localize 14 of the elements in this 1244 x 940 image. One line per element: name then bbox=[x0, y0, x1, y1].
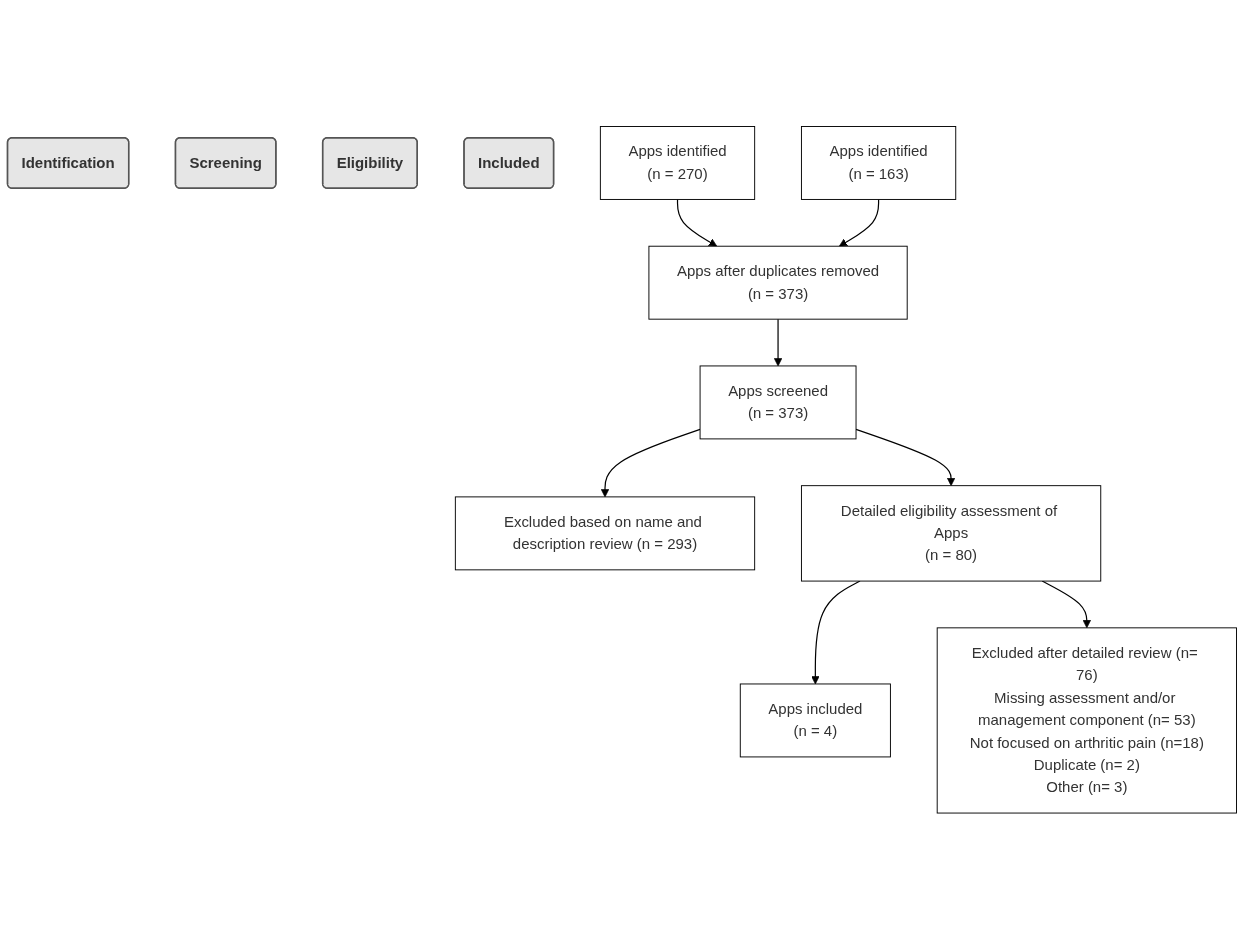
arrow bbox=[676, 199, 718, 247]
arrow bbox=[773, 318, 783, 367]
node-box: Detailed eligibility assessment of Apps (n = 80) bbox=[800, 485, 1102, 582]
arrow bbox=[855, 429, 956, 487]
node-box: Apps identified (n = 270) bbox=[599, 126, 756, 201]
node-box: Excluded based on name and description review (n = 293) bbox=[454, 496, 756, 571]
node-box: Apps screened (n = 373) bbox=[699, 365, 857, 440]
node-box: Excluded after detailed review (n= 76) Missing assessment and/or management component (n= 53) Not focused on arthritic pain (n=18) Duplicate (n= 2) Other (n= 3) bbox=[936, 627, 1237, 814]
node-box: Apps identified (n = 163) bbox=[800, 126, 957, 201]
arrow bbox=[600, 429, 701, 498]
arrow bbox=[838, 199, 880, 247]
arrow bbox=[811, 580, 861, 685]
node-box: Apps after duplicates removed (n = 373) bbox=[648, 246, 908, 320]
node-box: Apps included (n = 4) bbox=[739, 683, 891, 758]
